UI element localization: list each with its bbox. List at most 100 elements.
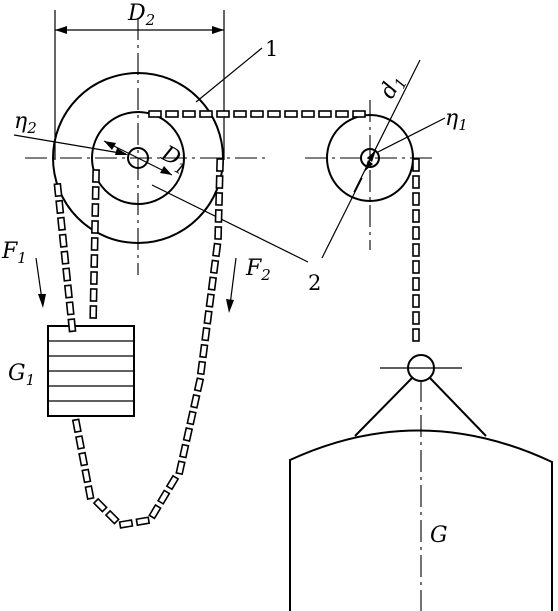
dimension-d1 (103, 140, 173, 176)
load-g (289, 429, 553, 611)
chain-link (58, 233, 68, 248)
label-d2: D2 (127, 1, 155, 29)
chain-link (412, 158, 420, 172)
chain-link (92, 169, 100, 183)
chain-link (209, 259, 220, 274)
chain-link (84, 485, 95, 500)
g1-chain-inner (89, 169, 100, 319)
large-chain-wheel (25, 18, 265, 275)
chain-link (182, 427, 194, 442)
chain-link (207, 276, 218, 291)
chain-link (335, 110, 349, 118)
chain-link (205, 293, 215, 308)
chain-link (175, 460, 186, 476)
chain-link (301, 110, 315, 118)
label-d1-small: d1 (375, 70, 411, 104)
chain-link (214, 226, 223, 240)
chain-link (193, 377, 205, 393)
dimension-d2 (54, 10, 225, 160)
chain-link (284, 110, 298, 118)
chain-link (267, 110, 281, 118)
chain-link (412, 192, 420, 206)
chain-link (214, 209, 223, 223)
chain-link (91, 186, 100, 200)
label-eta1: η1 (445, 106, 468, 134)
label-eta2: η2 (14, 109, 37, 137)
chain-link (216, 110, 230, 118)
chain-link (90, 271, 98, 285)
chain-link (199, 343, 209, 359)
chain-link (412, 277, 420, 291)
chain-link (250, 110, 264, 118)
chain-link (412, 175, 420, 189)
label-f1: F1 (1, 239, 27, 267)
chain-link (89, 288, 98, 302)
chain-link (318, 110, 332, 118)
chain-link (75, 435, 86, 450)
hand-chain-loop (71, 158, 224, 529)
chain-link (53, 182, 63, 198)
chain-link (203, 310, 213, 325)
chain-link (67, 318, 77, 333)
chain-link (91, 220, 99, 234)
chain-link (165, 474, 180, 491)
chain-link (233, 110, 247, 118)
eta2-leader (13, 134, 128, 155)
chain-link (135, 516, 151, 527)
dimension-d1-small (353, 59, 421, 193)
chain-link (412, 243, 420, 257)
chain-link (196, 360, 207, 376)
chain-link (412, 260, 420, 274)
chain-link (63, 284, 73, 299)
label-g: G (430, 523, 448, 548)
chain-link (165, 110, 179, 118)
part1-leader (195, 47, 263, 103)
chain-link (215, 192, 224, 206)
chain-link (190, 393, 201, 409)
chain-link (90, 237, 99, 251)
chain-link (199, 110, 213, 118)
chain-link (216, 158, 224, 172)
chain-link (412, 328, 420, 342)
top-chain (148, 110, 366, 118)
chain-link (412, 226, 420, 240)
chain-link (81, 468, 92, 484)
chain-link (148, 503, 162, 520)
chain-link (182, 110, 196, 118)
chain-link (57, 216, 66, 231)
g1-chain-outer (53, 182, 77, 333)
label-part-1: 1 (265, 37, 278, 61)
label-g1: G1 (8, 361, 35, 389)
part2-leaders (151, 177, 363, 263)
hook-assembly (354, 354, 487, 611)
label-part-2: 2 (308, 271, 321, 295)
chain-link (89, 305, 98, 319)
chain-link (148, 110, 162, 118)
chain-link (156, 489, 171, 505)
chain-link (60, 250, 70, 265)
chain-link (412, 311, 420, 325)
chain-link (91, 203, 100, 217)
chain-link (118, 519, 134, 529)
chain-link (78, 451, 89, 467)
chain-link (65, 301, 75, 316)
force-arrows (35, 257, 237, 313)
chain-link (104, 509, 120, 525)
hook-chain (412, 158, 420, 342)
label-f2: F2 (245, 256, 271, 284)
chains (53, 110, 420, 529)
eta1-leader (377, 117, 446, 153)
chain-link (201, 326, 211, 342)
chain-link (92, 497, 108, 513)
chain-link (71, 418, 82, 434)
chain-link (215, 175, 224, 189)
weight-g1 (47, 325, 135, 417)
chain-link (352, 110, 366, 118)
chain-link (55, 199, 65, 215)
chain-link (90, 254, 99, 268)
chain-link (212, 242, 222, 258)
chain-link (412, 209, 420, 223)
chain-link (179, 443, 190, 459)
